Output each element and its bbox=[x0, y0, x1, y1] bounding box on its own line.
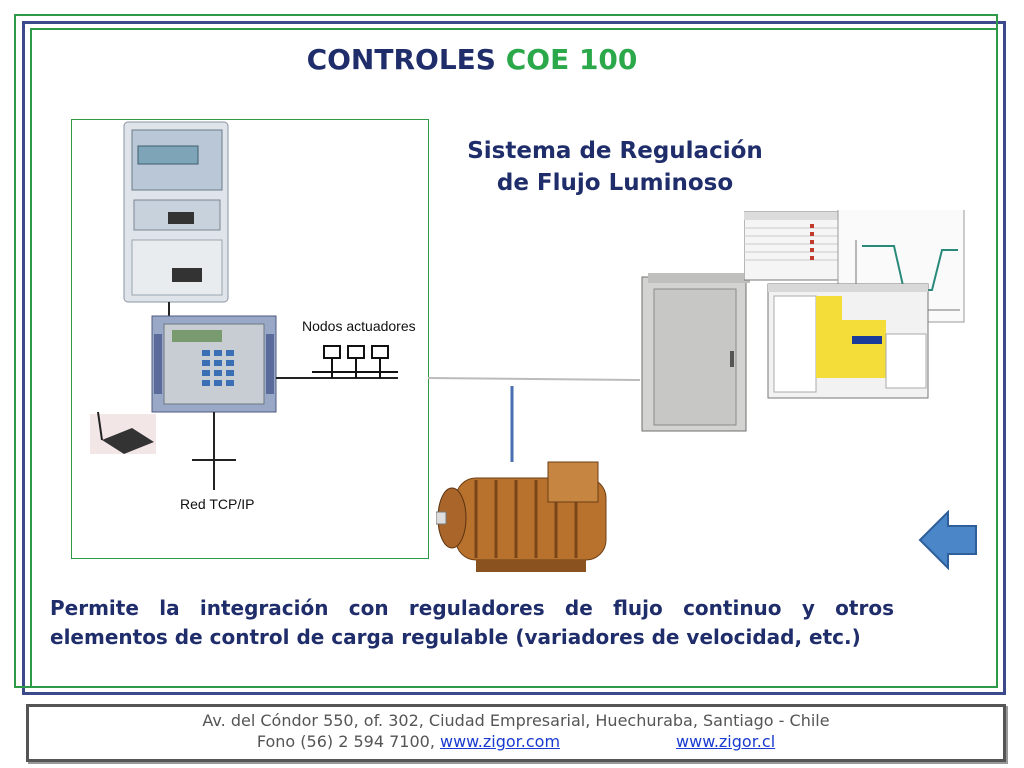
network-label: Red TCP/IP bbox=[180, 496, 255, 512]
subtitle-line-1: Sistema de Regulación bbox=[467, 138, 763, 164]
controller-image bbox=[151, 315, 277, 413]
footer-link-com[interactable]: www.zigor.com bbox=[440, 732, 561, 751]
subtitle-line-2: de Flujo Luminoso bbox=[496, 170, 734, 196]
description-text: Permite la integración con reguladores d… bbox=[50, 596, 894, 649]
modem-image bbox=[90, 411, 156, 454]
left-arrow-icon bbox=[918, 509, 977, 571]
footer-address: Av. del Cóndor 550, of. 302, Ciudad Empr… bbox=[202, 711, 830, 730]
actuator-nodes-image bbox=[312, 345, 398, 378]
energy-meter-image bbox=[123, 121, 229, 303]
system-diagram: Nodos actuadores Red TCP/IP bbox=[71, 119, 429, 559]
software-screens-image bbox=[744, 210, 965, 399]
footer-phone: Fono (56) 2 594 7100, bbox=[256, 732, 440, 751]
footer-link-cl[interactable]: www.zigor.cl bbox=[676, 732, 776, 751]
nodes-label: Nodos actuadores bbox=[302, 318, 416, 334]
slide-frame-blue bbox=[22, 21, 1006, 695]
page-title: CONTROLES COE 100 bbox=[0, 43, 944, 76]
title-accent: COE 100 bbox=[505, 43, 638, 76]
title-main: CONTROLES bbox=[306, 43, 506, 76]
electrical-cabinet-image bbox=[641, 273, 750, 432]
electric-motor-image bbox=[436, 461, 607, 572]
back-button[interactable] bbox=[918, 509, 978, 571]
slide-frame-green-inner bbox=[30, 28, 998, 688]
diagram-graphics bbox=[90, 121, 398, 490]
footer-contact: Fono (56) 2 594 7100, www.zigor.com www.z… bbox=[29, 732, 1003, 751]
subtitle: Sistema de Regulación de Flujo Luminoso bbox=[440, 135, 790, 199]
footer: Av. del Cóndor 550, of. 302, Ciudad Empr… bbox=[26, 704, 1006, 762]
